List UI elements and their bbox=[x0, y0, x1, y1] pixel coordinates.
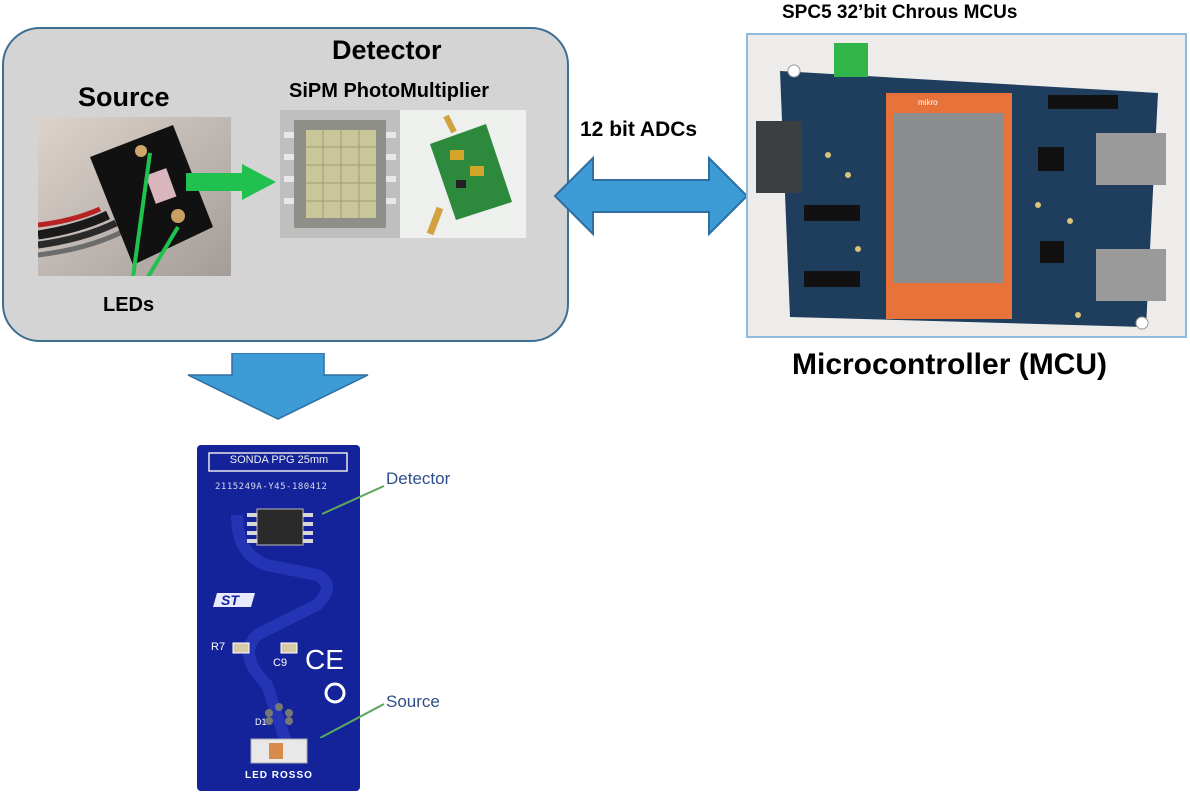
leds-label: LEDs bbox=[103, 294, 155, 316]
ce-mark: CE bbox=[305, 644, 344, 675]
lcd-tag: mikro bbox=[918, 98, 938, 107]
probe-serial: 2115249A-Y45-180412 bbox=[215, 482, 328, 492]
ref-r7: R7 bbox=[211, 641, 226, 653]
probe-title: SONDA PPG 25mm bbox=[229, 454, 329, 466]
st-logo: ST bbox=[221, 592, 240, 608]
sipm-photo bbox=[280, 110, 526, 238]
callout-source: Source bbox=[386, 692, 440, 711]
mcu-bottom-label: Microcontroller (MCU) bbox=[792, 348, 1107, 381]
ref-d1: D1 bbox=[255, 717, 267, 727]
callout-lines bbox=[319, 485, 385, 738]
source-label: Source bbox=[78, 82, 170, 112]
led-label: LED ROSSO bbox=[245, 770, 313, 781]
bidirectional-arrow-icon bbox=[553, 155, 749, 237]
sipm-label: SiPM PhotoMultiplier bbox=[289, 80, 489, 102]
probe-board: ST CE SONDA PPG 25mm 2115249A-Y45-180412… bbox=[197, 445, 360, 791]
mcu-top-label: SPC5 32’bit Chrous MCUs bbox=[782, 2, 1018, 23]
down-arrow-icon bbox=[187, 353, 369, 420]
source-led-photo bbox=[38, 117, 231, 276]
ref-c9: C9 bbox=[273, 657, 288, 669]
green-arrow-icon bbox=[186, 164, 276, 200]
callout-detector: Detector bbox=[386, 469, 451, 488]
mcu-board-photo: mikro bbox=[746, 33, 1187, 338]
detector-title: Detector bbox=[332, 35, 442, 65]
adc-label: 12 bit ADCs bbox=[580, 118, 698, 141]
